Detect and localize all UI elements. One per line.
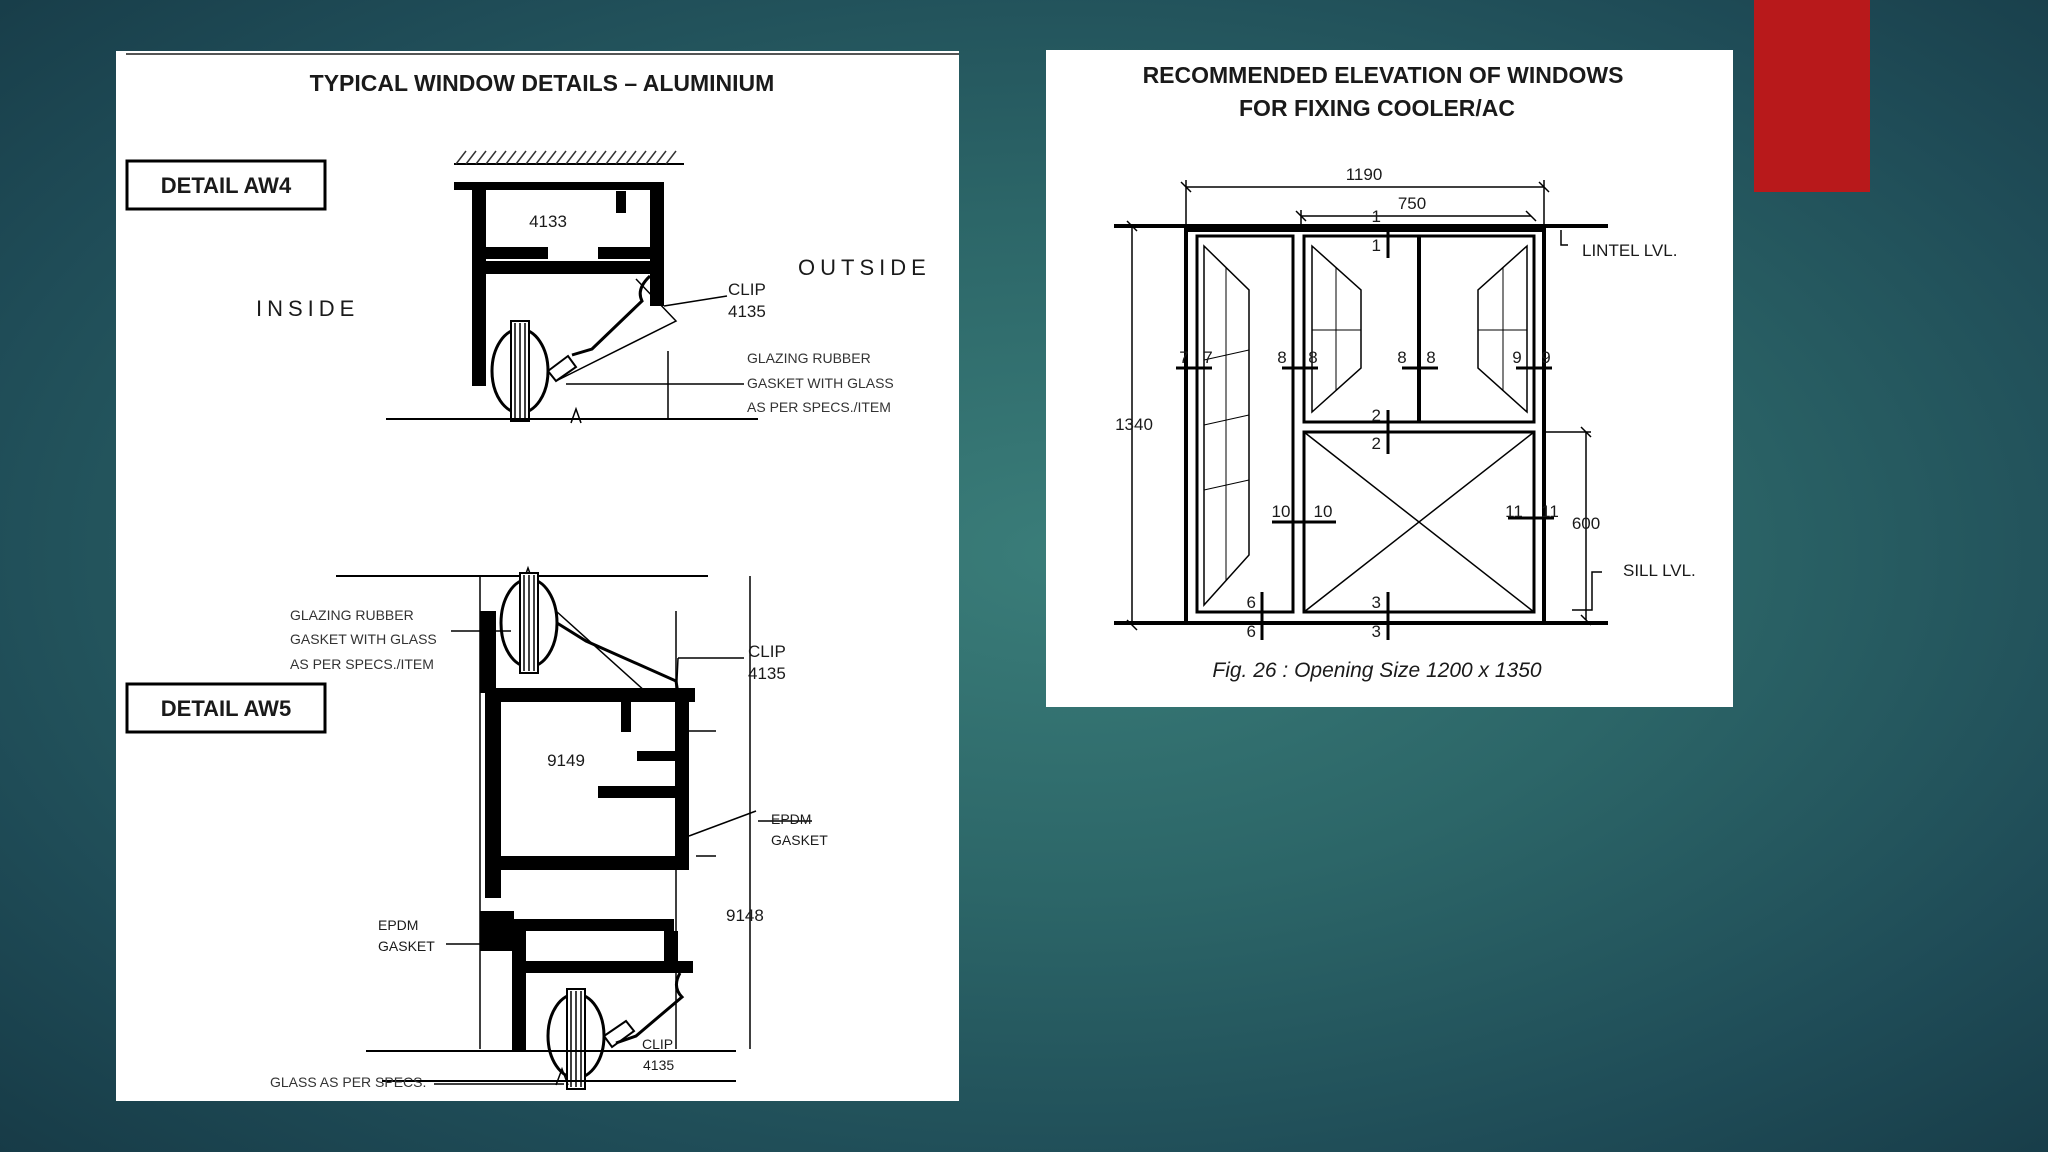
aw5-clip-top-number: 4135 [748,664,786,683]
dim-height: 1340 [1115,415,1153,434]
right-title-line-2: FOR FIXING COOLER/AC [1239,95,1515,121]
section-mark-label: 3 [1372,622,1381,641]
aw5-profile-main: 9149 [547,751,585,770]
aw5-clip-top-label: CLIP [748,642,786,661]
section-mark-label: 8 [1308,348,1317,367]
aw4-section: 4133 [386,150,758,424]
aw4-clip-number: 4135 [728,302,766,321]
aw4-glazing-line-1: GLAZING RUBBER [747,350,871,366]
dim-overall-width: 1190 [1346,165,1383,184]
aw5-glazing-line-1: GLAZING RUBBER [290,607,414,623]
detail-aw5-box [125,682,327,734]
aw5-section: 9149 [336,565,812,1090]
section-mark-label: 3 [1372,593,1381,612]
aw4-profile-number: 4133 [529,212,567,231]
section-mark-label: 1 [1372,236,1381,255]
detail-aw4-label: DETAIL AW4 [161,173,292,198]
section-mark-label: 1 [1372,207,1381,226]
aw4-glazing-line-3: AS PER SPECS./ITEM [747,399,891,415]
section-mark-label: 8 [1277,348,1286,367]
outside-label: OUTSIDE [798,255,931,280]
aw5-epdm-right-line-1: EPDM [771,811,811,827]
aw5-bottom-gasket [546,988,636,1090]
sill-level-label: SILL LVL. [1623,561,1696,580]
section-mark-label: 2 [1372,406,1381,425]
inside-label: INSIDE [256,296,359,321]
section-mark-label: 8 [1397,348,1406,367]
aw5-epdm-left-line-1: EPDM [378,917,418,933]
section-mark-label: 7 [1179,348,1188,367]
window-elevation-drawing: RECOMMENDED ELEVATION OF WINDOWS FOR FIX… [1114,62,1696,682]
section-mark-label: 11 [1541,502,1559,521]
window-details-panel: TYPICAL WINDOW DETAILS – ALUMINIUM DETAI… [116,51,959,1101]
section-mark-label: 11 [1505,502,1523,521]
section-mark-label: 7 [1203,348,1212,367]
figure-caption: Fig. 26 : Opening Size 1200 x 1350 [1212,659,1542,682]
accent-bar [1754,0,1870,192]
elevation-dimension-lines [1126,180,1602,631]
section-mark-label: 9 [1541,348,1550,367]
aw5-clip-bottom-label: CLIP [642,1036,673,1052]
left-title: TYPICAL WINDOW DETAILS – ALUMINIUM [310,70,775,96]
aw5-epdm-right-line-2: GASKET [771,832,828,848]
section-mark-label: 10 [1314,502,1333,521]
detail-aw5-label: DETAIL AW5 [161,696,291,721]
aw5-glazing-line-2: GASKET WITH GLASS [290,631,437,647]
lintel-level-label: LINTEL LVL. [1582,241,1677,260]
aw5-glazing-line-3: AS PER SPECS./ITEM [290,656,434,672]
aw5-profile-side: 9148 [726,906,764,925]
dim-sill-height: 600 [1572,514,1600,533]
section-mark-label: 2 [1372,434,1381,453]
window-elevation-frame [1114,224,1608,625]
aw4-clip-label: CLIP [728,280,766,299]
aw4-glazing-gasket [490,320,578,422]
aw5-top-gasket [499,572,559,674]
section-mark-label: 9 [1512,348,1521,367]
aw5-glass-label: GLASS AS PER SPECS. [270,1074,426,1090]
section-mark-label: 6 [1247,622,1256,641]
aw4-glazing-line-2: GASKET WITH GLASS [747,375,894,391]
section-marks [1176,225,1554,640]
dim-inner-width: 750 [1398,194,1426,213]
detail-aw4-box [125,159,327,211]
window-details-drawing: TYPICAL WINDOW DETAILS – ALUMINIUM DETAI… [125,53,959,1090]
elevation-panel: RECOMMENDED ELEVATION OF WINDOWS FOR FIX… [1046,50,1733,707]
section-mark-labels: 1 1 2 2 3 3 6 6 7 7 8 8 8 8 9 9 10 10 11… [1179,207,1559,641]
section-mark-label: 8 [1426,348,1435,367]
right-title-line-1: RECOMMENDED ELEVATION OF WINDOWS [1143,62,1624,88]
aw5-clip-bottom-number: 4135 [643,1057,674,1073]
section-mark-label: 10 [1272,502,1291,521]
aw5-epdm-left-line-2: GASKET [378,938,435,954]
section-mark-label: 6 [1247,593,1256,612]
